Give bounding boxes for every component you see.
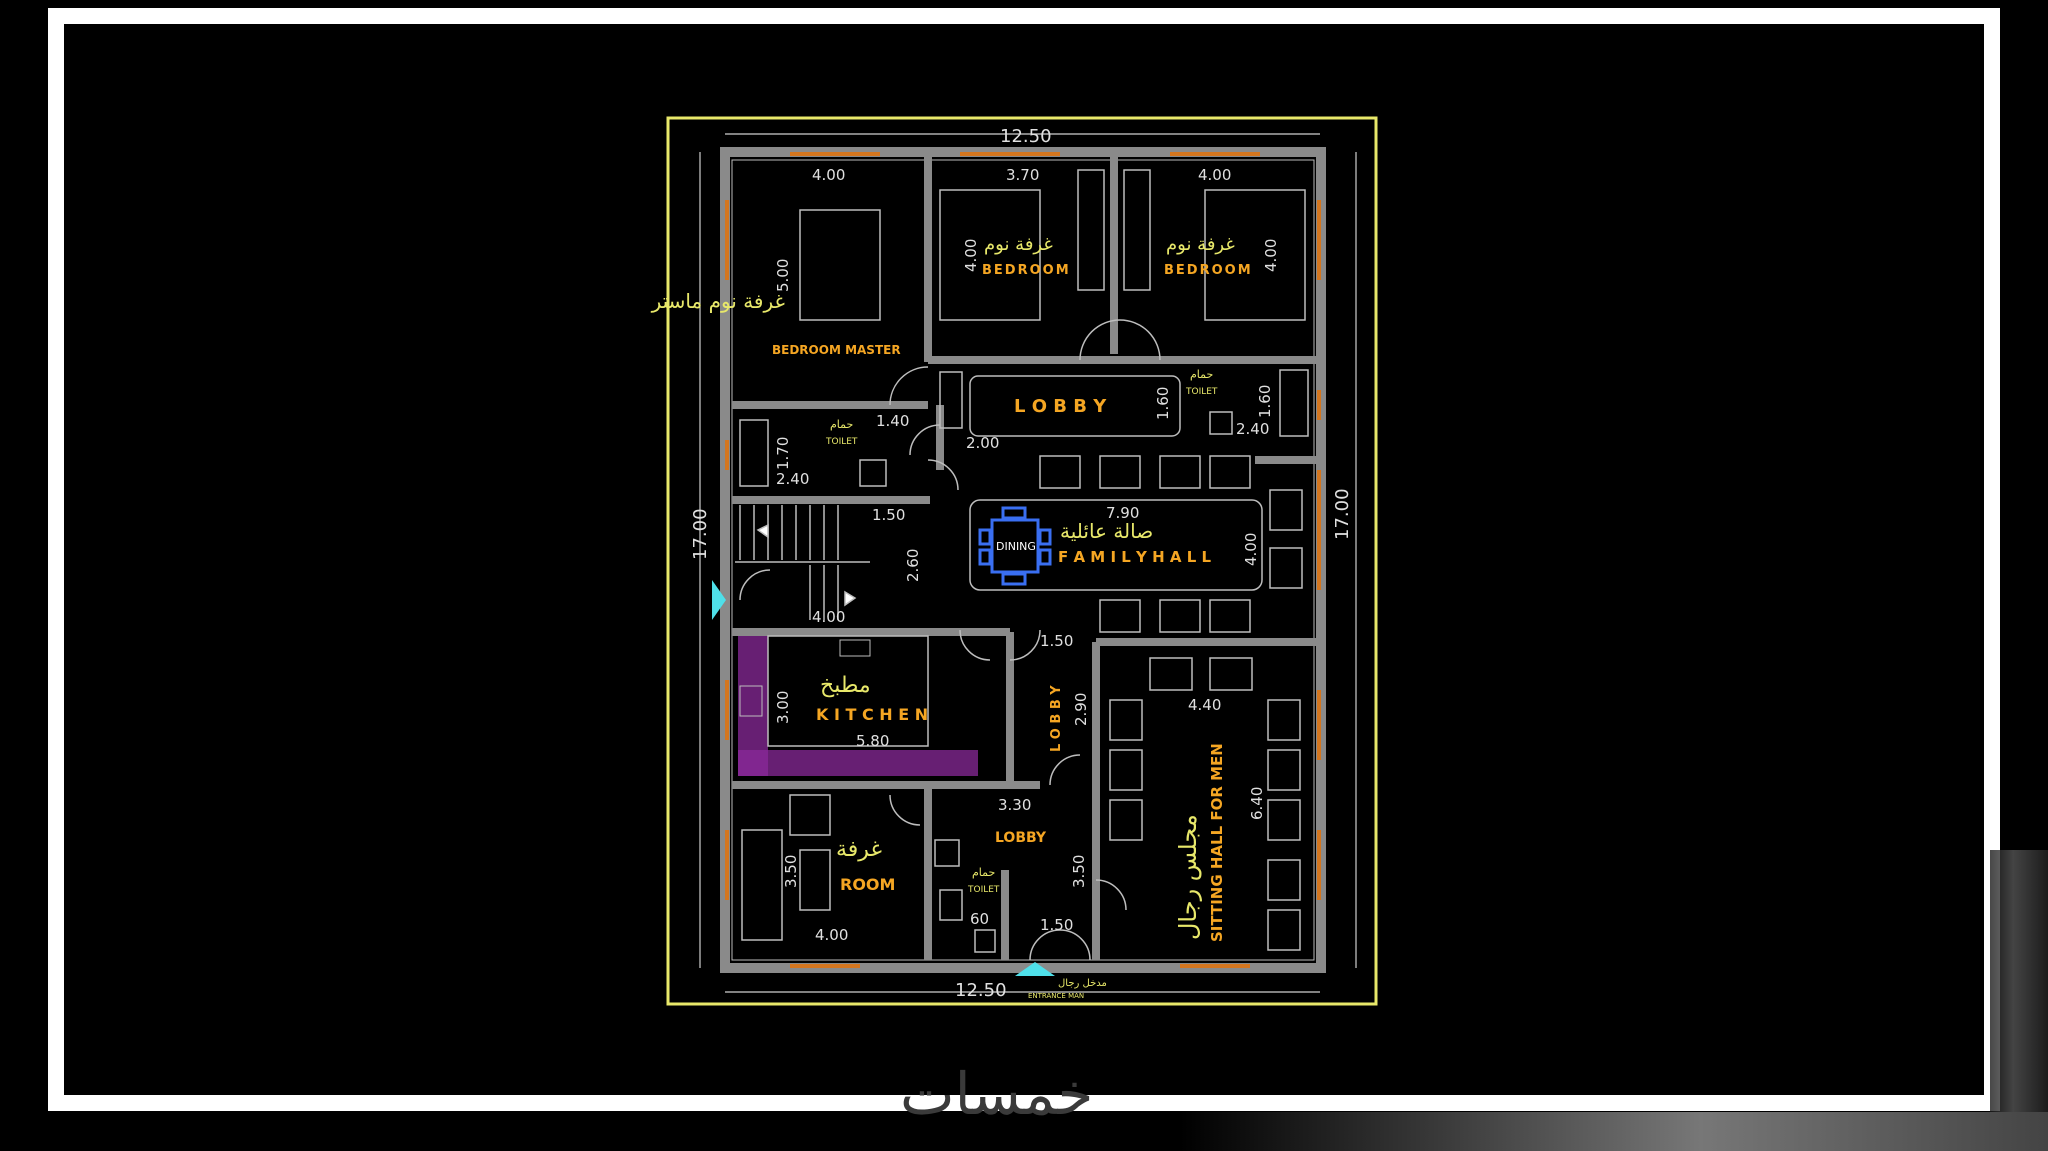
edge-glow xyxy=(1990,850,2048,1151)
dim-t1-h: 1.70 xyxy=(774,437,792,470)
dim-master-h: 5.00 xyxy=(774,259,792,292)
bottom-blur-strip xyxy=(1180,1112,2048,1151)
label-entrance-en: ENTRANCE MAN xyxy=(1028,992,1084,1000)
dim-sitting-h: 6.40 xyxy=(1248,787,1266,820)
label-toilet3-en: TOILET xyxy=(967,885,1000,895)
label-master-ar: غرفة نوم ماستر xyxy=(651,289,785,313)
label-lobby3: LOBBY xyxy=(995,830,1047,846)
dim-bed2-h: 4.00 xyxy=(1262,239,1280,272)
dim-lobby2-h: 2.90 xyxy=(1072,693,1090,726)
plan-border xyxy=(666,116,1378,1006)
dim-toilet-r-w: 2.40 xyxy=(1236,420,1269,438)
dim-overall-top: 12.50 xyxy=(1000,126,1052,147)
label-lobby2: L O B B Y xyxy=(1049,685,1064,752)
dim-bed2-w: 4.00 xyxy=(1198,166,1231,184)
label-bed2-en: BEDROOM xyxy=(1164,263,1253,278)
dim-entrance-w: 1.50 xyxy=(1040,916,1073,934)
label-toilet2-ar: حمام xyxy=(1190,368,1213,381)
dim-kitchen-h: 3.00 xyxy=(774,691,792,724)
label-kitchen-ar: مطبخ xyxy=(820,673,871,698)
lobby-rug xyxy=(969,375,1181,437)
label-sitting-ar: مجلس رجال xyxy=(1174,814,1202,940)
label-toilet2-en: TOILET xyxy=(1185,387,1218,397)
dim-overall-left: 17.00 xyxy=(690,508,711,560)
dim-toilet-r-h: 1.60 xyxy=(1256,385,1274,418)
dim-bed1-h: 4.00 xyxy=(962,239,980,272)
furniture-seating xyxy=(741,169,1306,951)
dim-stair-w: 1.50 xyxy=(872,506,905,524)
dim-room-w: 4.00 xyxy=(815,926,848,944)
dim-family-w: 7.90 xyxy=(1106,504,1139,522)
label-sitting-en: SITTING HALL FOR MEN xyxy=(1208,743,1226,942)
dim-kitchen-w: 5.80 xyxy=(856,732,889,750)
label-master-en: BEDROOM MASTER xyxy=(772,343,901,357)
dim-overall-bottom: 12.50 xyxy=(955,980,1007,1001)
dim-lobby3-h: 3.50 xyxy=(1070,855,1088,888)
dim-overall-right: 17.00 xyxy=(1332,488,1353,540)
label-kitchen-en: K I T C H E N xyxy=(816,705,928,724)
label-room-en: ROOM xyxy=(840,875,895,894)
dim-stair-b: 4.00 xyxy=(812,608,845,626)
label-room-ar: غرفة xyxy=(836,837,882,862)
dim-lobby-h: 1.60 xyxy=(1154,387,1172,420)
label-family-ar: صالة عائلية xyxy=(1060,519,1153,543)
label-toilet1-en: TOILET xyxy=(825,437,858,447)
label-dining: DINING xyxy=(996,540,1036,553)
dim-t1-b: 2.40 xyxy=(776,470,809,488)
toilet-fixtures xyxy=(739,369,1309,953)
dim-room-h: 3.50 xyxy=(782,855,800,888)
dim-t1-w: 1.40 xyxy=(876,412,909,430)
door-swings xyxy=(739,319,1161,961)
khamsat-watermark: خمسات xyxy=(900,1060,1094,1128)
dim-bed1-w: 3.70 xyxy=(1006,166,1039,184)
label-lobby1: L O B B Y xyxy=(1014,396,1107,417)
dim-toilet3: 60 xyxy=(970,910,989,928)
label-bed2-ar: غرفة نوم xyxy=(1166,234,1235,255)
dim-master-w: 4.00 xyxy=(812,166,845,184)
dim-lobby2-w: 1.50 xyxy=(1040,632,1073,650)
label-family-en: F A M I L Y H A L L xyxy=(1058,548,1212,566)
cad-canvas xyxy=(64,24,1984,1095)
dining-table-icon xyxy=(978,506,1052,586)
entrance-markers xyxy=(712,580,1055,976)
staircase xyxy=(735,505,870,620)
dim-family-h: 4.00 xyxy=(1242,533,1260,566)
label-entrance-ar: مدخل رجال xyxy=(1058,978,1107,989)
label-toilet1-ar: حمام xyxy=(830,418,853,431)
label-toilet3-ar: حمام xyxy=(972,866,995,879)
windows xyxy=(725,152,1321,968)
dimension-lines xyxy=(699,133,1357,993)
label-bed1-ar: غرفة نوم xyxy=(984,234,1053,255)
family-hall-rug xyxy=(969,499,1263,591)
dim-stair-h: 2.60 xyxy=(904,549,922,582)
dim-lobby-w: 2.00 xyxy=(966,434,999,452)
dim-sitting-w: 4.40 xyxy=(1188,696,1221,714)
label-bed1-en: BEDROOM xyxy=(982,263,1071,278)
dim-lobby3-w: 3.30 xyxy=(998,796,1031,814)
kitchen-counter xyxy=(738,635,978,776)
